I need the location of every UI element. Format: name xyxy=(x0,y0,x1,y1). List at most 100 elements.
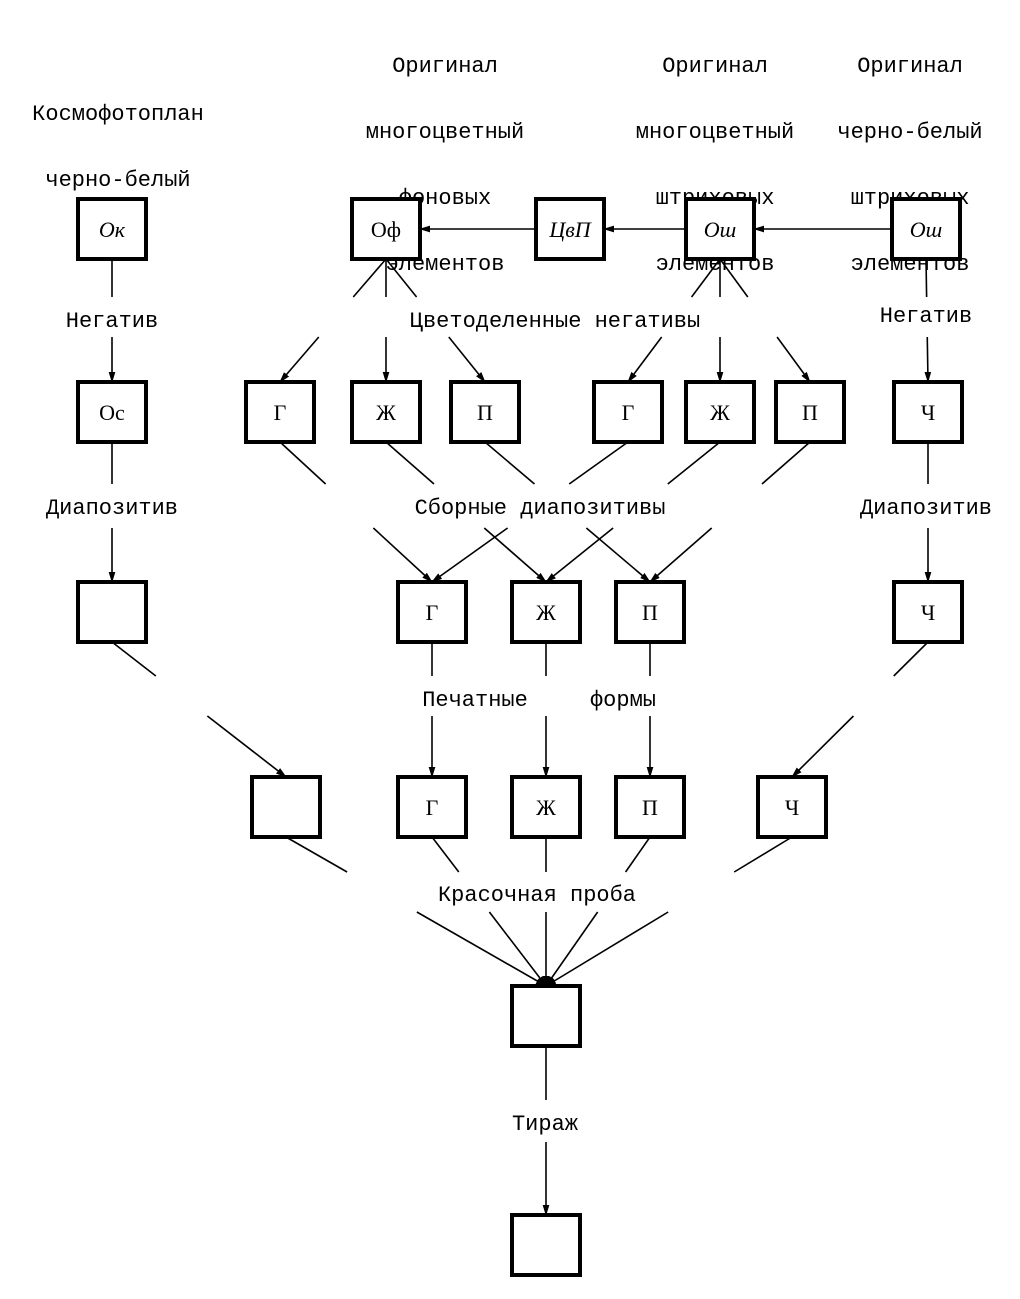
node-box xyxy=(244,380,316,444)
edge-n_zh2-to-d_zh xyxy=(667,441,721,485)
labels-layer: Негатив Негатив Цветоделенные негативы Д… xyxy=(46,304,992,1137)
node-box xyxy=(890,197,962,261)
node-label: П xyxy=(642,600,658,625)
node-label: Ж xyxy=(536,600,556,625)
node-f_ch: Ч xyxy=(756,775,828,839)
edge-f_g-to-proof xyxy=(431,836,460,873)
edge-d_ch-to-f_ch xyxy=(791,715,855,778)
edge-n_p1-to-d_p xyxy=(585,527,651,583)
node-box xyxy=(774,380,846,444)
node-box xyxy=(510,984,582,1048)
edge-of-to-n_p1 xyxy=(448,336,486,383)
header-line: многоцветный xyxy=(635,120,795,145)
edge-osh1-to-n_g2 xyxy=(627,336,663,383)
node-box xyxy=(449,380,521,444)
node-box xyxy=(684,380,756,444)
edge-n_p2-to-d_p xyxy=(649,527,713,583)
node-box xyxy=(592,380,664,444)
edges-layer xyxy=(108,225,932,1217)
node-ok: Ок xyxy=(76,197,148,261)
label-printing-forms-2: формы xyxy=(590,688,656,713)
node-label: Г xyxy=(426,600,439,625)
node-f_p: П xyxy=(614,775,686,839)
node-label: Ж xyxy=(710,400,730,425)
edge-d_left-to-f_left xyxy=(111,641,157,677)
node-label: Ош xyxy=(910,217,943,242)
label-negative-right: Негатив xyxy=(880,304,972,329)
node-box xyxy=(756,775,828,839)
edge-osh2-to-n_ch xyxy=(924,336,932,384)
node-box xyxy=(350,197,422,261)
edge-f_ch-to-proof xyxy=(733,836,793,873)
edge-n_g1-to-d_g xyxy=(372,527,433,583)
edge-f_p-to-proof xyxy=(624,836,651,873)
header-line: черно-белый xyxy=(45,168,191,193)
edge-d_ch-to-f_ch xyxy=(893,641,929,677)
node-d_p: П xyxy=(614,580,686,644)
edge-n_g2-to-d_g xyxy=(568,441,629,485)
edge-n_g1-to-d_g xyxy=(279,441,327,485)
node-box xyxy=(510,580,582,644)
label-diapositive-right: Диапозитив xyxy=(860,496,992,521)
edge-f_p-to-proof xyxy=(545,911,599,987)
edge-f_left-to-proof xyxy=(285,836,348,873)
edge-of-to-n_g1 xyxy=(279,336,320,383)
edge-f_ch-to-proof xyxy=(545,911,669,987)
node-box xyxy=(510,775,582,839)
node-f_zh: Ж xyxy=(510,775,582,839)
header-line: Оригинал xyxy=(857,54,963,79)
label-assembled-diapositives: Сборные диапозитивы xyxy=(415,496,666,521)
node-d_g: Г xyxy=(396,580,468,644)
label-diapositive-left: Диапозитив xyxy=(46,496,178,521)
node-n_p1: П xyxy=(449,380,521,444)
label-color-proof: Красочная проба xyxy=(438,883,636,908)
edge-osh1-to-n_g2 xyxy=(690,258,721,298)
label-separated-negatives: Цветоделенные негативы xyxy=(410,309,700,334)
node-label: Ж xyxy=(536,795,556,820)
node-os: Ос xyxy=(76,380,148,444)
node-label: Г xyxy=(274,400,287,425)
node-label: ЦвП xyxy=(548,217,591,242)
node-label: П xyxy=(802,400,818,425)
node-label: Ос xyxy=(99,400,125,425)
node-box xyxy=(76,197,148,261)
node-d_zh: Ж xyxy=(510,580,582,644)
edge-d_left-to-f_left xyxy=(206,715,287,778)
node-box xyxy=(534,197,606,261)
header-line: Оригинал xyxy=(392,54,498,79)
edge-n_zh2-to-d_zh xyxy=(545,527,614,583)
edge-n_zh1-to-d_zh xyxy=(483,527,547,583)
node-osh1: Ош xyxy=(684,197,756,261)
node-box xyxy=(614,775,686,839)
node-box xyxy=(76,580,148,644)
node-label: Ок xyxy=(99,217,126,242)
node-osh2: Ош xyxy=(890,197,962,261)
edge-of-to-n_g1 xyxy=(352,258,387,298)
edge-osh1-to-n_p2 xyxy=(719,258,749,298)
edge-osh1-to-n_p2 xyxy=(776,336,811,383)
node-box xyxy=(396,775,468,839)
node-box xyxy=(892,380,964,444)
header-cosmo-photomap: Космофотоплан черно-белый xyxy=(8,60,228,214)
node-label: Ч xyxy=(785,795,799,820)
header-line: многоцветный xyxy=(365,120,525,145)
label-negative-left: Негатив xyxy=(66,309,158,334)
node-box xyxy=(684,197,756,261)
header-line: Оригинал xyxy=(662,54,768,79)
node-box xyxy=(614,580,686,644)
node-n_zh1: Ж xyxy=(350,380,422,444)
node-n_ch: Ч xyxy=(892,380,964,444)
node-label: Ж xyxy=(376,400,396,425)
node-label: Ош xyxy=(704,217,737,242)
node-label: Ч xyxy=(921,600,935,625)
header-line: Космофотоплан xyxy=(32,102,204,127)
node-cvp: ЦвП xyxy=(534,197,606,261)
edge-n_p2-to-d_p xyxy=(761,441,811,485)
node-box xyxy=(892,580,964,644)
node-label: П xyxy=(642,795,658,820)
edge-osh2-to-n_ch xyxy=(925,258,928,298)
label-print-run: Тираж xyxy=(512,1112,579,1137)
node-box xyxy=(396,580,468,644)
node-box xyxy=(510,1213,582,1277)
edge-f_g-to-proof xyxy=(488,911,547,987)
